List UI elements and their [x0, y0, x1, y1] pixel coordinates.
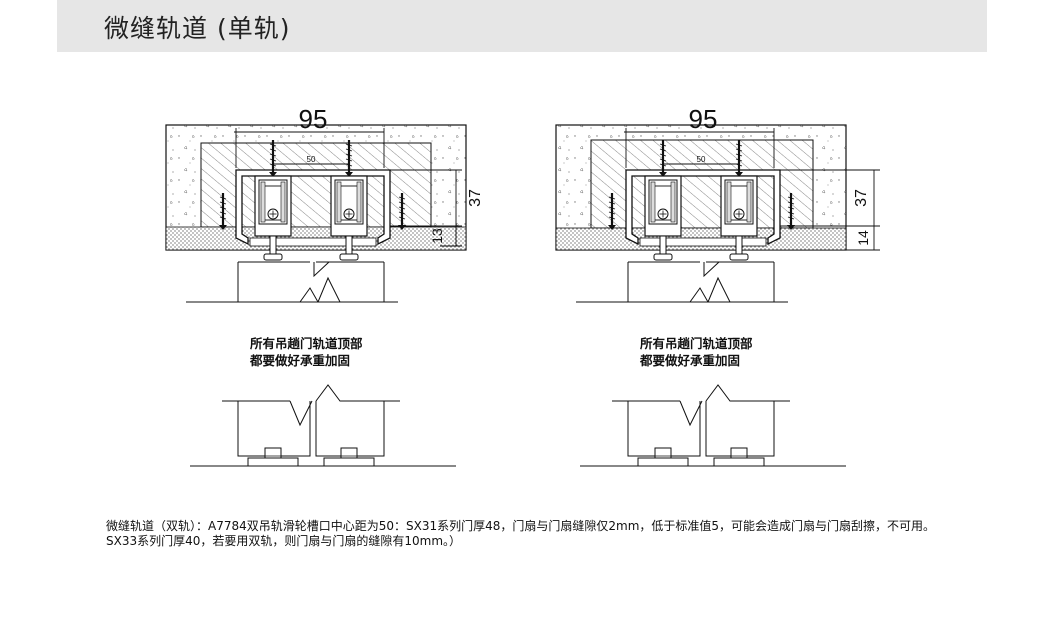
track-bottom-lip — [249, 237, 377, 247]
door-panels-top — [186, 261, 398, 303]
note-left: 所有吊趟门轨道顶部 都要做好承重加固 — [250, 335, 363, 369]
door-panels-top — [576, 261, 788, 303]
caption-line-2: SX33系列门厚40，若要用双轨，则门扇与门扇的缝隙有10mm。） — [106, 534, 462, 548]
bottom-guide — [713, 447, 765, 467]
note-right: 所有吊趟门轨道顶部 都要做好承重加固 — [640, 335, 753, 369]
track-profile — [235, 169, 391, 246]
gap-dimension-label: 13 — [429, 228, 445, 244]
dimension-lines — [234, 128, 462, 247]
height-dimension-label: 37 — [853, 189, 870, 207]
center-distance-label: 50 — [697, 155, 706, 164]
dimension-lines — [624, 128, 880, 251]
width-dimension-label: 95 — [299, 104, 328, 134]
bottom-guide — [637, 447, 689, 467]
bottom-guide — [323, 447, 375, 467]
gap-dimension-label: 14 — [855, 230, 871, 246]
door-panels-bottom — [190, 384, 456, 467]
track-bottom-lip — [639, 237, 767, 247]
figure-left: 95 50 37 13 — [165, 104, 484, 467]
note-line-1: 所有吊趟门轨道顶部 — [250, 336, 363, 351]
note-line-1: 所有吊趟门轨道顶部 — [640, 336, 753, 351]
door-panels-bottom — [580, 384, 846, 467]
header-bar: 微缝轨道 (单轨) — [57, 0, 987, 52]
center-distance-label: 50 — [307, 155, 316, 164]
figure-right: 95 50 37 14 — [555, 104, 880, 467]
bottom-guide — [247, 447, 299, 467]
caption: 微缝轨道（双轨）：A7784双吊轨滑轮槽口中心距为50：SX31系列门厚48，门… — [106, 519, 1006, 549]
note-line-2: 都要做好承重加固 — [250, 353, 351, 368]
width-dimension-label: 95 — [689, 104, 718, 134]
height-dimension-label: 37 — [467, 189, 484, 207]
note-line-2: 都要做好承重加固 — [640, 353, 741, 368]
track-profile — [625, 169, 781, 246]
page-title: 微缝轨道 (单轨) — [104, 14, 291, 43]
caption-line-1: 微缝轨道（双轨）：A7784双吊轨滑轮槽口中心距为50：SX31系列门厚48，门… — [106, 519, 936, 533]
